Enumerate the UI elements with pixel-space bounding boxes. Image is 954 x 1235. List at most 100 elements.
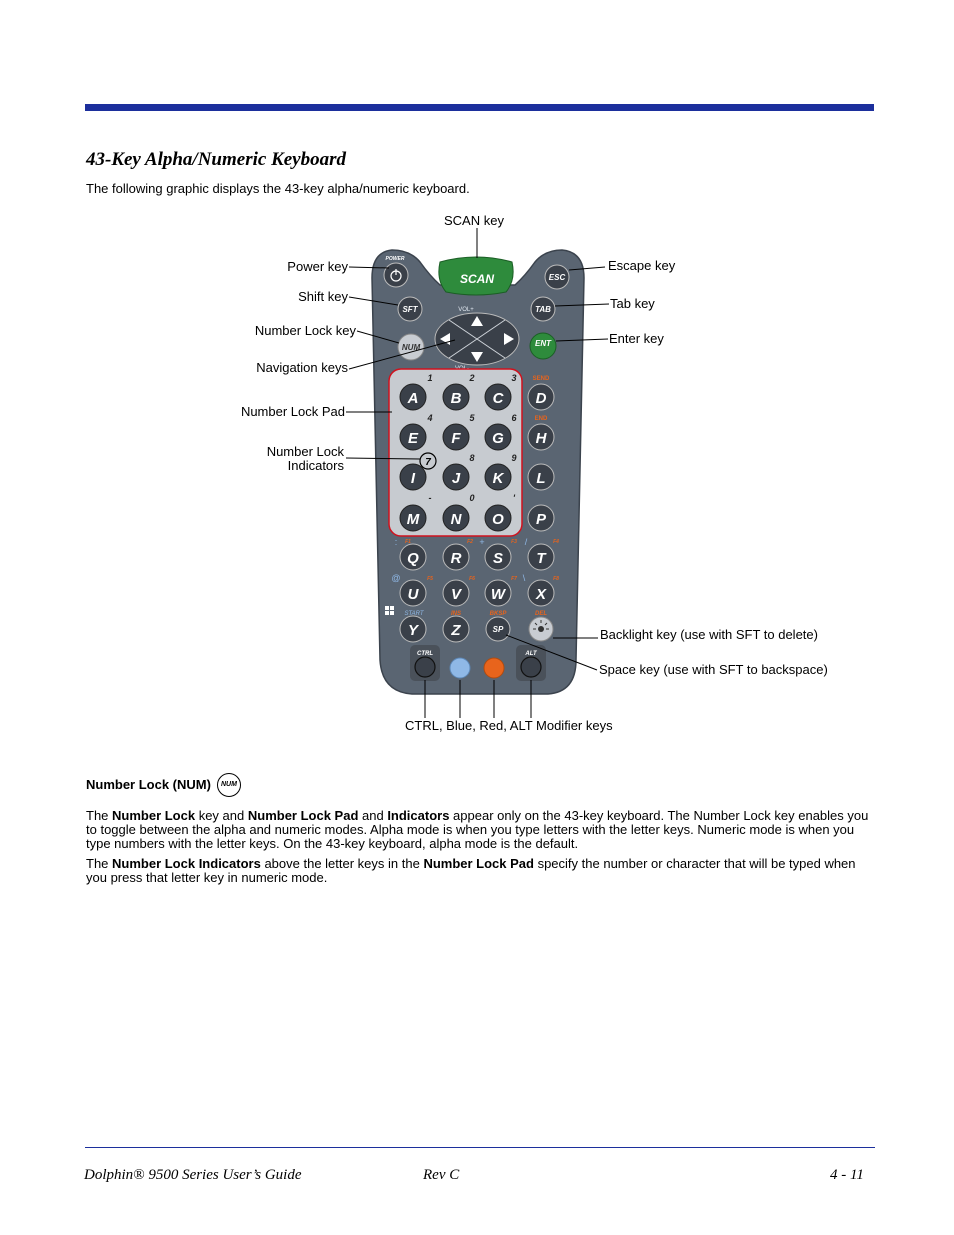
key-c: [484, 383, 512, 411]
section-heading: Number Lock (NUM) NUM: [86, 773, 876, 797]
key-v-label: V: [451, 586, 463, 603]
key-z-label: Z: [450, 622, 461, 639]
escape-key-label: ESC: [549, 273, 566, 282]
key-n-label: N: [451, 511, 463, 528]
indicator-9: 9: [511, 453, 516, 463]
key-c-label: C: [493, 390, 505, 407]
key-y: [399, 615, 427, 643]
key-b: [442, 383, 470, 411]
power-key-label: POWER: [386, 256, 405, 262]
function-label-f2: F2: [467, 539, 473, 545]
space-key-label: SP: [493, 625, 504, 634]
keyboard-diagram: SCAN POWER ESC SFT TAB NUM ENT VOL+ VOL-…: [345, 228, 610, 718]
indicator-4: 4: [426, 413, 432, 423]
function-label-f4: F4: [553, 539, 559, 545]
number-lock-section: Number Lock (NUM) NUM The Number Lock ke…: [86, 773, 876, 891]
key-s: [484, 543, 512, 571]
paragraph-1: The Number Lock key and Number Lock Pad …: [86, 808, 869, 851]
key-m-label: M: [407, 511, 420, 528]
key-h-label: H: [536, 430, 548, 447]
key-q: [399, 543, 427, 571]
indicator-': ': [513, 493, 516, 503]
symbol-label-2: /: [525, 537, 528, 547]
callout-power-key: Power key: [287, 259, 348, 274]
blue-modifier-key: [449, 657, 471, 679]
key-f: [442, 423, 470, 451]
scan-key: [438, 256, 514, 296]
windows-icon: [385, 606, 394, 615]
callout-tab-key: Tab key: [610, 296, 655, 311]
key-o-label: O: [492, 511, 504, 528]
indicator-6: 6: [511, 413, 517, 423]
red-modifier-key: [483, 657, 505, 679]
shift-key: [397, 296, 423, 322]
ctrl-key: [414, 656, 436, 678]
symbol-label-3: @: [391, 573, 400, 583]
alt-key: [520, 656, 542, 678]
indicator-0: 0: [469, 493, 474, 503]
key-j: [442, 463, 470, 491]
key-b-label: B: [451, 390, 462, 407]
tab-key-label: TAB: [535, 305, 551, 314]
key-h: [527, 423, 555, 451]
enter-key: [529, 332, 557, 360]
section-title: Number Lock (NUM): [86, 777, 211, 792]
key-r-label: R: [451, 550, 462, 567]
key-u: [399, 579, 427, 607]
symbol-label-4: \: [523, 573, 526, 583]
indicator--: -: [429, 493, 432, 503]
num-key-label: NUM: [402, 343, 421, 352]
callout-shift-key: Shift key: [298, 289, 348, 304]
symbol-label-1: +: [479, 537, 484, 547]
key-u-label: U: [408, 586, 420, 603]
key-d-label: D: [536, 390, 547, 407]
number-lock-indicator-marker: [419, 452, 437, 470]
key-s-label: S: [493, 550, 503, 567]
function-label-f5: F5: [427, 576, 433, 582]
key-i-label: I: [411, 470, 416, 487]
page-heading: 43-Key Alpha/Numeric Keyboard: [86, 149, 346, 170]
alt-key-label: ALT: [524, 651, 538, 657]
key-o: [484, 504, 512, 532]
callout-number-lock-pad: Number Lock Pad: [240, 404, 345, 419]
indicator-5: 5: [469, 413, 475, 423]
footer-revision: Rev C: [423, 1167, 460, 1183]
start-label: START: [404, 611, 424, 617]
key-x-label: X: [535, 586, 547, 603]
key-z: [442, 615, 470, 643]
key-x: [527, 579, 555, 607]
function-label-f6: F6: [469, 576, 475, 582]
callout-space-key: Space key (use with SFT to backspace): [599, 662, 828, 677]
indicator-2: 2: [468, 373, 474, 383]
key-a: [399, 383, 427, 411]
enter-key-label: ENT: [535, 339, 552, 348]
key-r: [442, 543, 470, 571]
scan-key-label: SCAN: [460, 272, 494, 286]
key-l: [527, 463, 555, 491]
callout-enter-key: Enter key: [609, 331, 664, 346]
num-key-icon: NUM: [216, 773, 241, 797]
key-k-label: K: [493, 470, 505, 487]
key-e: [399, 423, 427, 451]
key-t: [527, 543, 555, 571]
space-key: [485, 616, 511, 642]
number-lock-pad: [388, 368, 523, 537]
key-n: [442, 504, 470, 532]
key-g: [484, 423, 512, 451]
key-v: [442, 579, 470, 607]
ins-label: INS: [451, 611, 461, 617]
key-k: [484, 463, 512, 491]
callout-navigation-keys: Navigation keys: [256, 360, 348, 375]
indicator-1: 1: [427, 373, 432, 383]
bulb-icon: [538, 626, 544, 632]
footer-rule: [85, 1147, 875, 1148]
key-w-label: W: [491, 586, 507, 603]
key-p: [527, 504, 555, 532]
shift-key-label: SFT: [402, 305, 418, 314]
key-a-label: A: [407, 390, 419, 407]
key-p-label: P: [536, 511, 547, 528]
footer-page-number: 4 - 11: [830, 1167, 864, 1183]
key-w: [484, 579, 512, 607]
callout-escape-key: Escape key: [608, 258, 676, 273]
callout-scan-key: SCAN key: [444, 213, 504, 228]
